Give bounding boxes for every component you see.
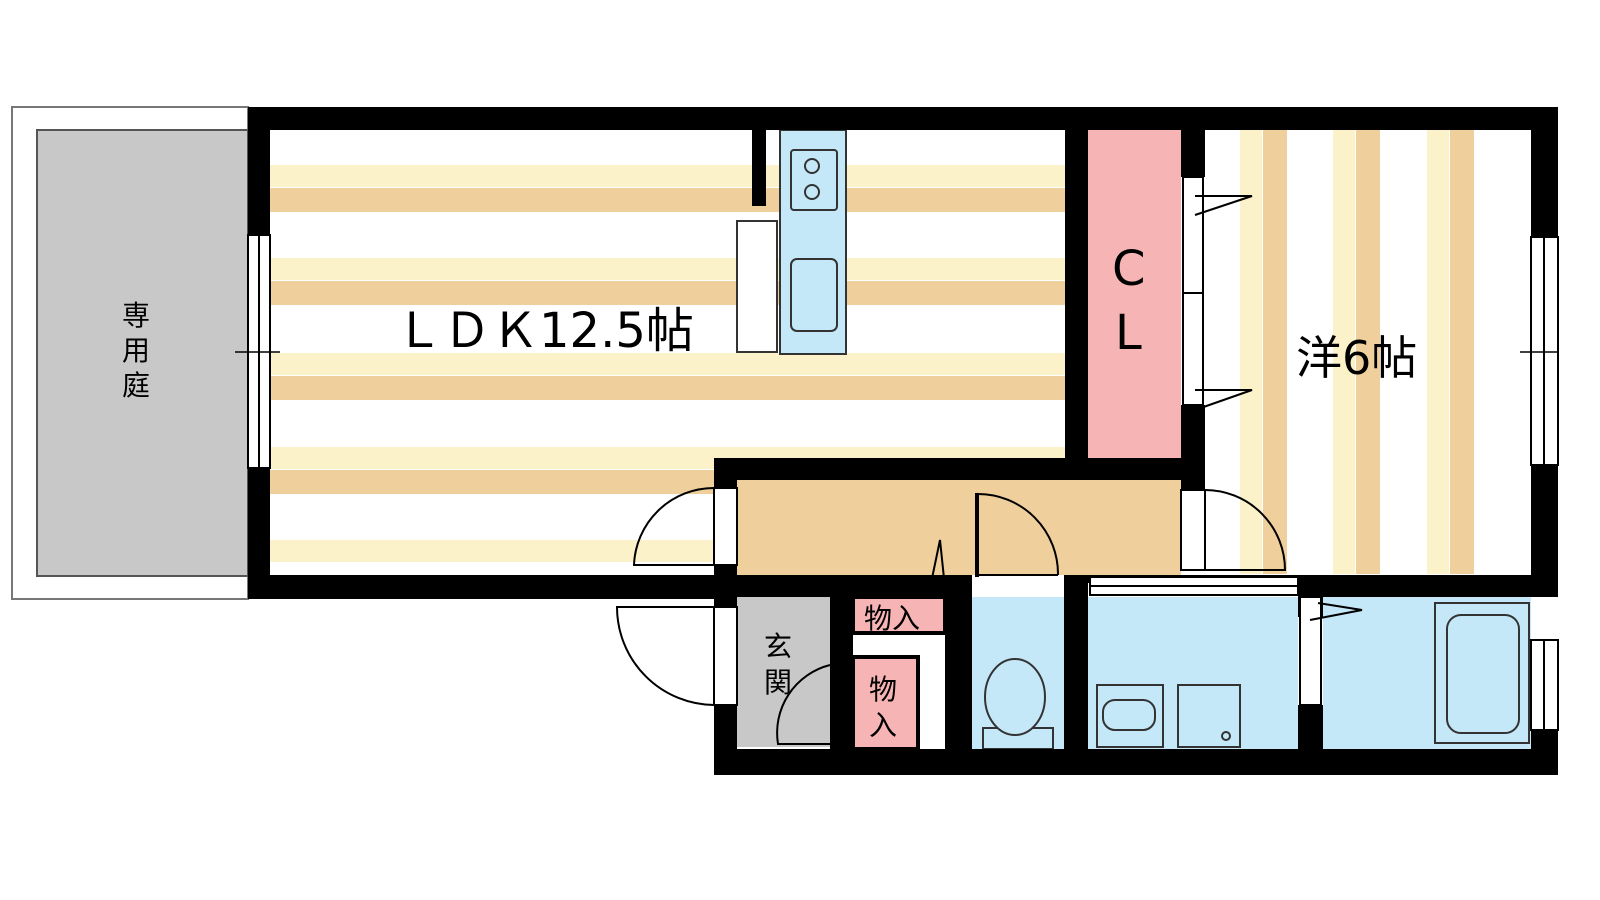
- basin-bowl: [1102, 699, 1156, 731]
- stove: [790, 149, 838, 211]
- storage-lower-label: 入: [869, 709, 897, 742]
- closet-doors: [1182, 176, 1253, 411]
- window-left: [235, 234, 280, 469]
- fridge-space: [736, 220, 778, 353]
- ldk-label: ＬＤＫ12.5帖: [395, 303, 694, 359]
- garden-label: 庭: [122, 369, 150, 402]
- garden-label: 用: [122, 334, 150, 367]
- storage-lower-label: 物: [869, 673, 897, 706]
- kitchen-sink: [790, 258, 838, 332]
- doors: [615, 487, 1363, 745]
- walls: [248, 107, 1558, 775]
- burner-icon: [804, 184, 820, 200]
- burner-icon: [804, 158, 820, 174]
- closet-label-l: L: [1115, 305, 1142, 361]
- western-label: 洋6帖: [1296, 331, 1417, 385]
- private-garden: [36, 129, 249, 577]
- washer-drain-icon: [1221, 731, 1231, 741]
- ldk-floor-stripes: [270, 165, 1065, 562]
- entrance-label: 関: [764, 666, 792, 699]
- window-bath: [1530, 639, 1559, 731]
- window-right: [1520, 236, 1559, 466]
- toilet-icon: [984, 658, 1046, 736]
- storage-upper-label: 物入: [864, 602, 920, 635]
- kitchen-wall-stub: [752, 130, 766, 206]
- entrance-label: 玄: [764, 630, 792, 663]
- hallway: [737, 480, 1181, 575]
- garden-label: 専: [122, 299, 150, 332]
- closet-label-c: C: [1112, 241, 1146, 297]
- closet: [1088, 130, 1181, 458]
- entrance: [737, 597, 830, 747]
- bathtub-basin: [1446, 614, 1520, 734]
- western-floor-stripes: [1240, 130, 1474, 574]
